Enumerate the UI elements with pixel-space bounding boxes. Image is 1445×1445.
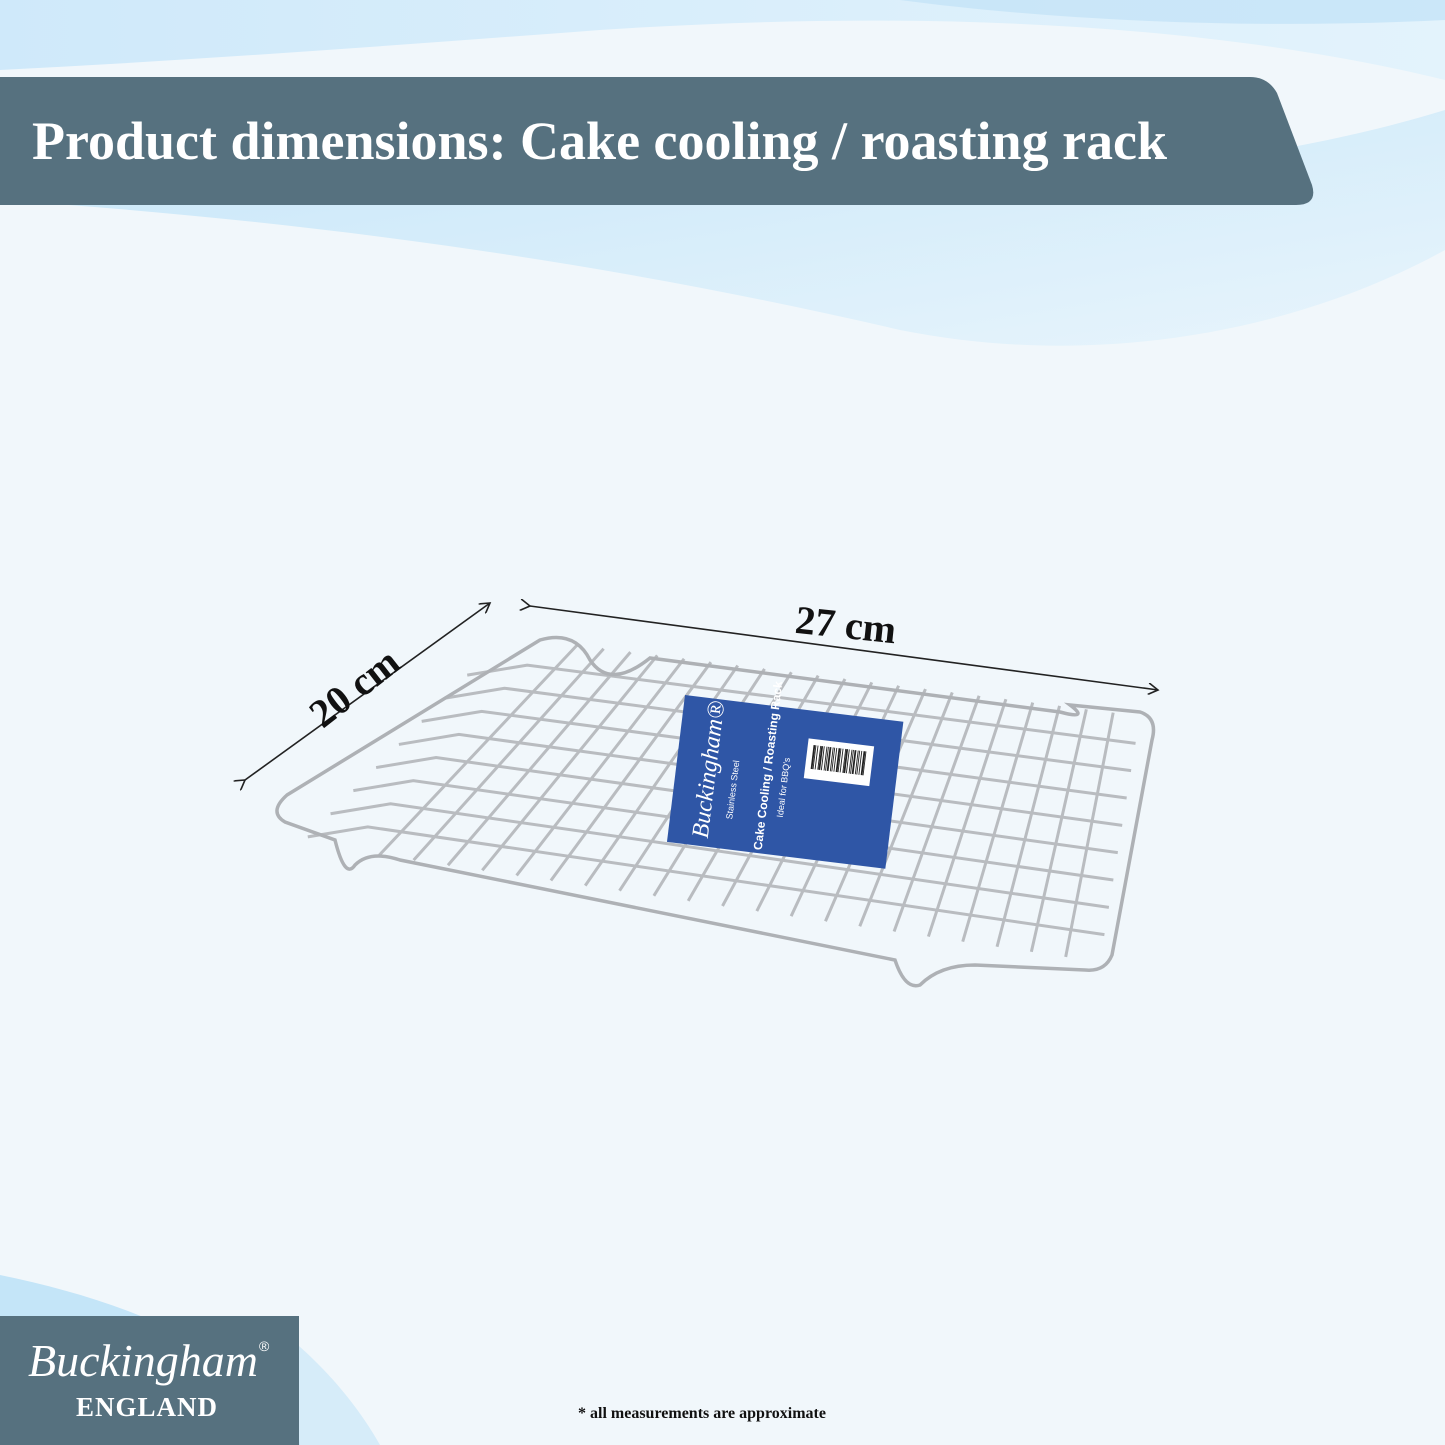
measurement-disclaimer: * all measurements are approximate xyxy=(578,1405,826,1422)
width-dimension-arrow xyxy=(530,606,1158,690)
banner-shape xyxy=(0,77,1314,205)
registered-mark: ® xyxy=(259,1338,270,1354)
page-title: Product dimensions: Cake cooling / roast… xyxy=(32,111,1168,171)
product-label: Buckingham® Stainless Steel Cake Cooling… xyxy=(666,680,904,869)
title-banner: Product dimensions: Cake cooling / roast… xyxy=(0,77,1315,205)
depth-dimension-arrow xyxy=(245,603,490,780)
logo-country: ENGLAND xyxy=(76,1392,219,1422)
barcode-icon xyxy=(803,738,875,787)
brand-logo: Buckingham ® ENGLAND xyxy=(0,1316,299,1445)
logo-brand-name: Buckingham xyxy=(28,1335,258,1386)
